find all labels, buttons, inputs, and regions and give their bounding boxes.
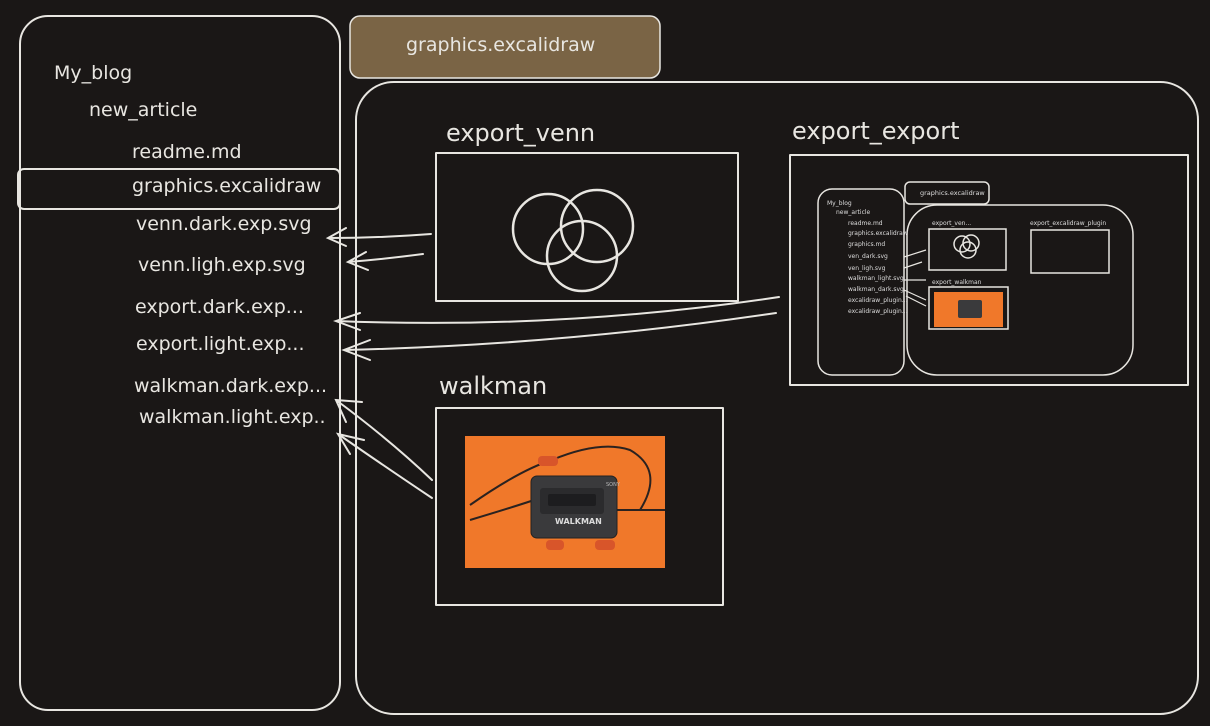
venn-frame bbox=[435, 152, 739, 302]
tree-item-venn-dark[interactable]: venn.dark.exp.svg bbox=[136, 213, 312, 235]
mini-plugin-frame bbox=[1030, 229, 1110, 274]
mini-item: readme.md bbox=[848, 220, 883, 227]
mini-tab-label: graphics.excalidraw bbox=[920, 189, 985, 197]
selected-item-highlight bbox=[17, 168, 341, 210]
mini-item: graphics.excalidraw bbox=[848, 230, 908, 237]
frame-title-export[interactable]: export_export bbox=[792, 117, 960, 145]
arrow-export-dark bbox=[333, 296, 780, 331]
mini-tree-panel bbox=[817, 188, 905, 376]
mini-item: excalidraw_plugin... bbox=[848, 308, 908, 315]
tree-item-venn-light[interactable]: venn.ligh.exp.svg bbox=[138, 254, 306, 276]
venn-circle-right bbox=[559, 188, 635, 264]
mini-venn-frame bbox=[928, 228, 1007, 271]
tab-label[interactable]: graphics.excalidraw bbox=[406, 34, 596, 56]
mini-frame-walkman-title: export_walkman bbox=[932, 279, 982, 286]
mini-walkman-frame bbox=[928, 286, 1009, 330]
tree-item-readme[interactable]: readme.md bbox=[132, 141, 242, 163]
walkman-brand-text: WALKMAN bbox=[555, 517, 602, 526]
mini-walkman-photo bbox=[934, 292, 1003, 327]
main-canvas-panel bbox=[355, 81, 1199, 715]
tab-shape bbox=[349, 15, 661, 79]
mini-item: walkman_light.svg bbox=[848, 275, 904, 282]
mini-item: excalidraw_plugin... bbox=[848, 297, 908, 304]
tree-folder[interactable]: new_article bbox=[89, 99, 198, 121]
mini-canvas-panel bbox=[906, 204, 1134, 376]
tree-root[interactable]: My_blog bbox=[54, 62, 133, 84]
mini-frame-plugin-title: export_excalidraw_plugin bbox=[1030, 220, 1107, 227]
mini-item: ven_dark.svg bbox=[848, 253, 888, 260]
arrow-walkman-light bbox=[335, 432, 433, 499]
tree-item-graphics[interactable]: graphics.excalidraw bbox=[132, 175, 322, 197]
mini-item: graphics.md bbox=[848, 241, 886, 248]
arrows bbox=[325, 227, 780, 499]
venn-circles bbox=[511, 188, 635, 293]
arrow-walkman-dark bbox=[334, 398, 433, 481]
walkman-photo bbox=[465, 436, 665, 568]
mini-folder: new_article bbox=[836, 209, 871, 216]
mini-scene bbox=[817, 181, 1134, 376]
walkman-maker-text: SONY bbox=[606, 482, 621, 488]
export-frame bbox=[789, 154, 1189, 386]
walkman-frame bbox=[435, 407, 724, 606]
arrow-export-light bbox=[341, 312, 777, 361]
venn-circle-bottom bbox=[545, 219, 619, 293]
tree-item-export-light[interactable]: export.light.exp... bbox=[136, 333, 305, 355]
frame-title-venn[interactable]: export_venn bbox=[446, 119, 596, 147]
tree-item-export-dark[interactable]: export.dark.exp... bbox=[135, 296, 304, 318]
tree-item-walkman-dark[interactable]: walkman.dark.exp... bbox=[134, 375, 328, 397]
arrow-venn-dark bbox=[325, 227, 432, 247]
frame-title-walkman[interactable]: walkman bbox=[439, 372, 548, 400]
mini-frame-venn-title: export_ven... bbox=[932, 220, 972, 227]
mini-tab bbox=[904, 181, 990, 205]
tree-item-walkman-light[interactable]: walkman.light.exp.. bbox=[139, 406, 326, 428]
file-tree-panel bbox=[19, 15, 341, 711]
mini-root: My_blog bbox=[827, 200, 852, 207]
mini-item: ven_ligh.svg bbox=[848, 265, 886, 272]
arrow-venn-light bbox=[345, 251, 424, 271]
mini-item: walkman_dark.svg bbox=[848, 286, 904, 293]
